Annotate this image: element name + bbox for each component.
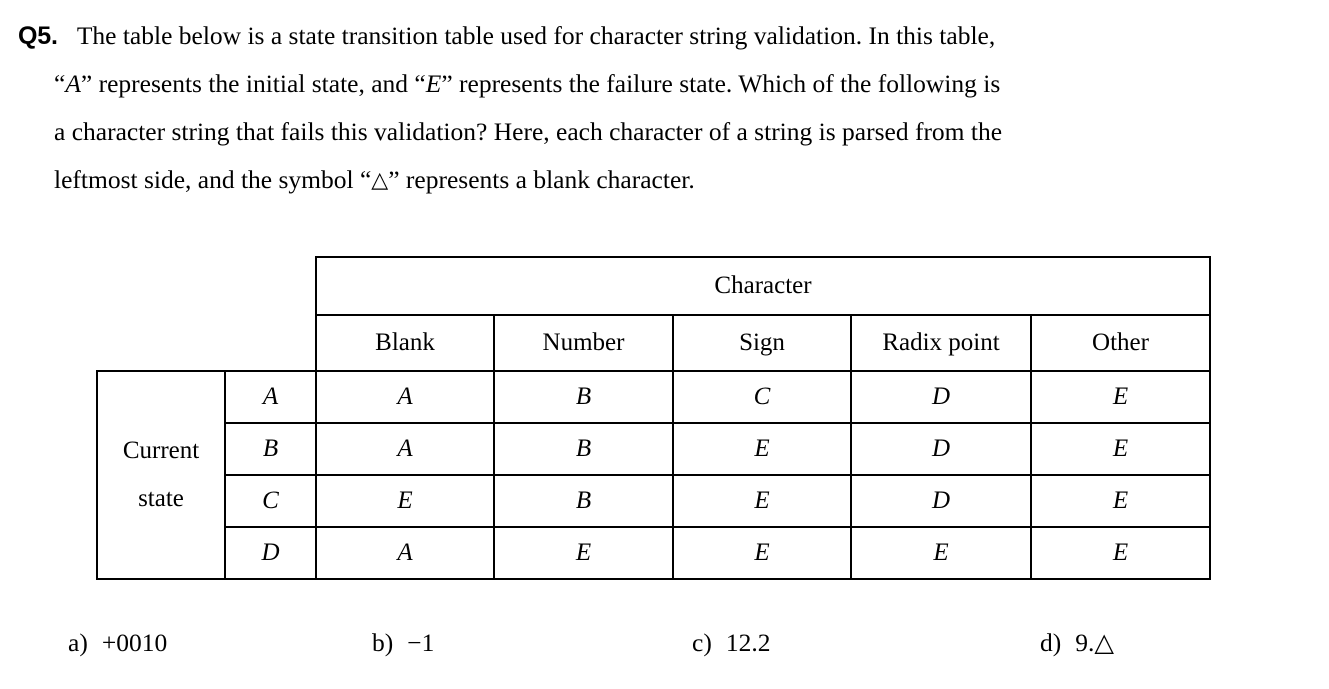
current-state-label-line1: Current	[122, 437, 200, 464]
table-header-row-character: Character	[97, 256, 1211, 316]
cell-d-blank: A	[315, 527, 495, 580]
blank-triangle-icon: △	[371, 168, 389, 193]
cell-c-blank: E	[315, 474, 495, 528]
option-c-letter: c)	[692, 628, 712, 657]
cell-d-sign: E	[672, 527, 852, 580]
question-text-line-3: a character string that fails this valid…	[54, 117, 1003, 146]
cell-d-radix: E	[850, 527, 1032, 580]
option-c-text: 12.2	[725, 628, 771, 657]
header-column-other: Other	[1030, 314, 1211, 372]
option-c[interactable]: c) 12.2	[692, 628, 770, 658]
option-b-text: −1	[407, 628, 435, 657]
cell-d-number: E	[493, 527, 674, 580]
cell-c-number: B	[493, 474, 674, 528]
cell-d-other: E	[1030, 527, 1211, 580]
corner-blank-cell-2	[97, 315, 225, 371]
option-d[interactable]: d) 9.△	[1040, 628, 1114, 658]
option-a-text: +0010	[101, 628, 168, 657]
cell-c-sign: E	[672, 474, 852, 528]
cell-a-sign: C	[672, 370, 852, 423]
cell-a-blank: A	[315, 370, 495, 423]
cell-c-other: E	[1030, 474, 1211, 528]
header-column-blank: Blank	[315, 314, 495, 372]
cell-b-radix: D	[850, 422, 1032, 476]
table-row: Current state A A B C D E	[96, 370, 1211, 580]
cell-b-sign: E	[672, 422, 852, 476]
question-number-label: Q5.	[18, 22, 58, 50]
cell-a-radix: D	[850, 370, 1032, 423]
corner-blank-cell	[97, 257, 225, 315]
cell-b-blank: A	[315, 422, 495, 476]
option-b[interactable]: b) −1	[372, 628, 434, 658]
option-a[interactable]: a) +0010	[68, 628, 167, 658]
cell-a-number: B	[493, 370, 674, 423]
question-line-1: Q5. The table below is a state transitio…	[18, 12, 1318, 60]
table-row: D A E E E E	[97, 527, 1211, 580]
question-block: Q5. The table below is a state transitio…	[18, 12, 1318, 206]
corner-blank-state-cell-2	[225, 315, 316, 371]
option-a-letter: a)	[68, 628, 88, 657]
current-state-label-line2: state	[138, 485, 184, 512]
question-line-2: “A” represents the initial state, and “E…	[18, 60, 1318, 108]
question-text-line-1: The table below is a state transition ta…	[64, 21, 996, 50]
state-label-b: B	[224, 422, 317, 476]
header-column-radix-point: Radix point	[850, 314, 1032, 372]
row-group-label-current-state: Current state	[96, 370, 226, 580]
header-column-sign: Sign	[672, 314, 852, 372]
state-label-d: D	[224, 527, 317, 580]
header-column-number: Number	[493, 314, 674, 372]
option-d-letter: d)	[1040, 628, 1062, 657]
state-label-c: C	[224, 474, 317, 528]
cell-c-radix: D	[850, 474, 1032, 528]
state-label-a: A	[224, 370, 317, 423]
question-text-line-2: “A” represents the initial state, and “E…	[54, 69, 1001, 98]
table-row: B A B E D E	[97, 422, 1211, 476]
corner-blank-state-cell	[225, 257, 316, 315]
option-d-text: 9.△	[1075, 628, 1114, 657]
header-character: Character	[315, 256, 1211, 316]
cell-b-other: E	[1030, 422, 1211, 476]
question-line-3: a character string that fails this valid…	[18, 108, 1318, 156]
table-header-row-subcolumns: Blank Number Sign Radix point Other	[97, 314, 1211, 372]
cell-b-number: B	[493, 422, 674, 476]
cell-a-other: E	[1030, 370, 1211, 423]
question-text-line-4: leftmost side, and the symbol “△” repres…	[54, 165, 695, 194]
answer-options: a) +0010 b) −1 c) 12.2 d) 9.△	[0, 628, 1329, 678]
state-transition-table: Character Blank Number Sign Radix point …	[96, 256, 1211, 580]
option-b-letter: b)	[372, 628, 394, 657]
table-row: C E B E D E	[97, 474, 1211, 528]
question-line-4: leftmost side, and the symbol “△” repres…	[18, 156, 1318, 206]
